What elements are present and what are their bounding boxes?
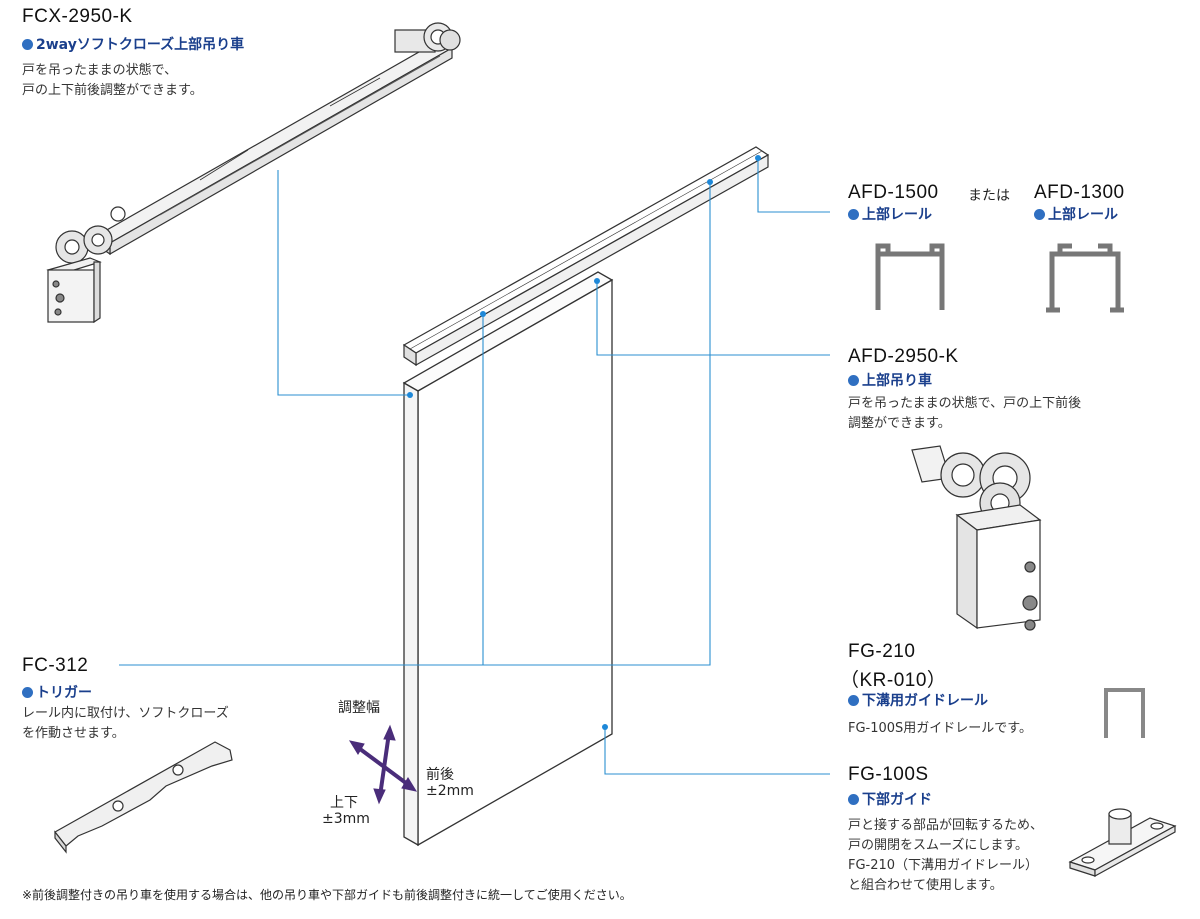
fg210-code2: （KR-010） (840, 670, 947, 691)
fc312-desc-line: を作動させます。 (22, 726, 125, 741)
fg210-code: FG-210 (848, 641, 916, 662)
adjust-ud-label: 上下 (330, 795, 358, 811)
fcx-subtitle-text: 2wayソフトクローズ上部吊り車 (36, 37, 245, 53)
afd1500-subtitle: 上部レール (848, 204, 932, 224)
fc-312-illustration (54, 741, 233, 854)
footnote: ※前後調整付きの吊り車を使用する場合は、他の吊り車や下部ガイドも前後調整付きに統… (22, 888, 632, 902)
afd-1500-profile (875, 243, 945, 310)
fcx-desc-line: 戸を吊ったままの状態で、 (22, 63, 178, 78)
fcx-desc-line: 戸の上下前後調整ができます。 (22, 83, 203, 98)
adjust-ud-value: ±3mm (322, 811, 370, 827)
afd-1300-profile (1046, 243, 1124, 313)
bullet-dot (848, 794, 859, 805)
bullet-dot (848, 209, 859, 220)
afd2950-desc-line: 戸を吊ったままの状態で、戸の上下前後 (848, 396, 1082, 411)
afd2950-subtitle: 上部吊り車 (848, 370, 932, 390)
bullet-dot (22, 39, 33, 50)
afd2950-code: AFD-2950-K (848, 346, 959, 367)
fcx-code: FCX-2950-K (22, 6, 133, 27)
afd1500-code: AFD-1500 (848, 182, 939, 203)
fc312-desc-line: レール内に取付け、ソフトクローズ (22, 706, 229, 721)
bullet-dot (22, 687, 33, 698)
bullet-dot (848, 695, 859, 706)
top-rail-illustration (402, 146, 770, 367)
leader-lines (119, 158, 830, 775)
afd2950-desc-line: 調整ができます。 (848, 416, 951, 431)
bullet-dot (1034, 209, 1045, 220)
fg-100s-illustration (1068, 808, 1177, 878)
afd1300-code: AFD-1300 (1034, 182, 1125, 203)
afd2950-subtitle-text: 上部吊り車 (862, 373, 932, 389)
adjust-title: 調整幅 (338, 700, 380, 716)
fg100s-desc-line: 戸の開閉をスムーズにします。 (848, 838, 1029, 853)
adjust-fb-value: ±2mm (426, 783, 474, 799)
adjust-fb-label: 前後 (426, 767, 454, 783)
fc312-subtitle: トリガー (22, 682, 92, 702)
or-text: または (968, 188, 1010, 204)
fg100s-desc-line: 戸と接する部品が回転するため、 (848, 818, 1044, 833)
fg210-subtitle-text: 下溝用ガイドレール (862, 693, 988, 709)
fcx-desc: 戸を吊ったままの状態で、 戸の上下前後調整ができます。 (22, 61, 203, 101)
fg210-desc: FG-100S用ガイドレールです。 (848, 721, 1033, 736)
fg210-subtitle: 下溝用ガイドレール (848, 690, 988, 710)
bullet-dot (848, 375, 859, 386)
fg-210-profile (1104, 688, 1145, 738)
fc312-desc: レール内に取付け、ソフトクローズ を作動させます。 (22, 704, 229, 744)
fcx-2950-k-illustration (46, 22, 461, 324)
fc312-subtitle-text: トリガー (36, 685, 92, 701)
leader-dots (407, 155, 761, 730)
fc312-code: FC-312 (22, 655, 89, 676)
afd-2950-k-illustration (911, 445, 1042, 631)
afd2950-desc: 戸を吊ったままの状態で、戸の上下前後 調整ができます。 (848, 394, 1081, 434)
afd1500-subtitle-text: 上部レール (862, 207, 932, 223)
fg100s-code: FG-100S (848, 764, 929, 785)
afd1300-subtitle-text: 上部レール (1048, 207, 1118, 223)
adjust-arrows (348, 724, 418, 805)
fcx-subtitle: 2wayソフトクローズ上部吊り車 (22, 34, 244, 54)
fg100s-desc-line: と組合わせて使用します。 (848, 878, 1003, 893)
afd1300-subtitle: 上部レール (1034, 204, 1118, 224)
fg100s-subtitle-text: 下部ガイド (862, 792, 932, 808)
door-panel-illustration (402, 271, 614, 847)
fg100s-desc-line: FG-210（下溝用ガイドレール） (848, 858, 1039, 873)
fg100s-desc: 戸と接する部品が回転するため、 戸の開閉をスムーズにします。 FG-210（下溝… (848, 816, 1043, 896)
fg100s-subtitle: 下部ガイド (848, 789, 932, 809)
